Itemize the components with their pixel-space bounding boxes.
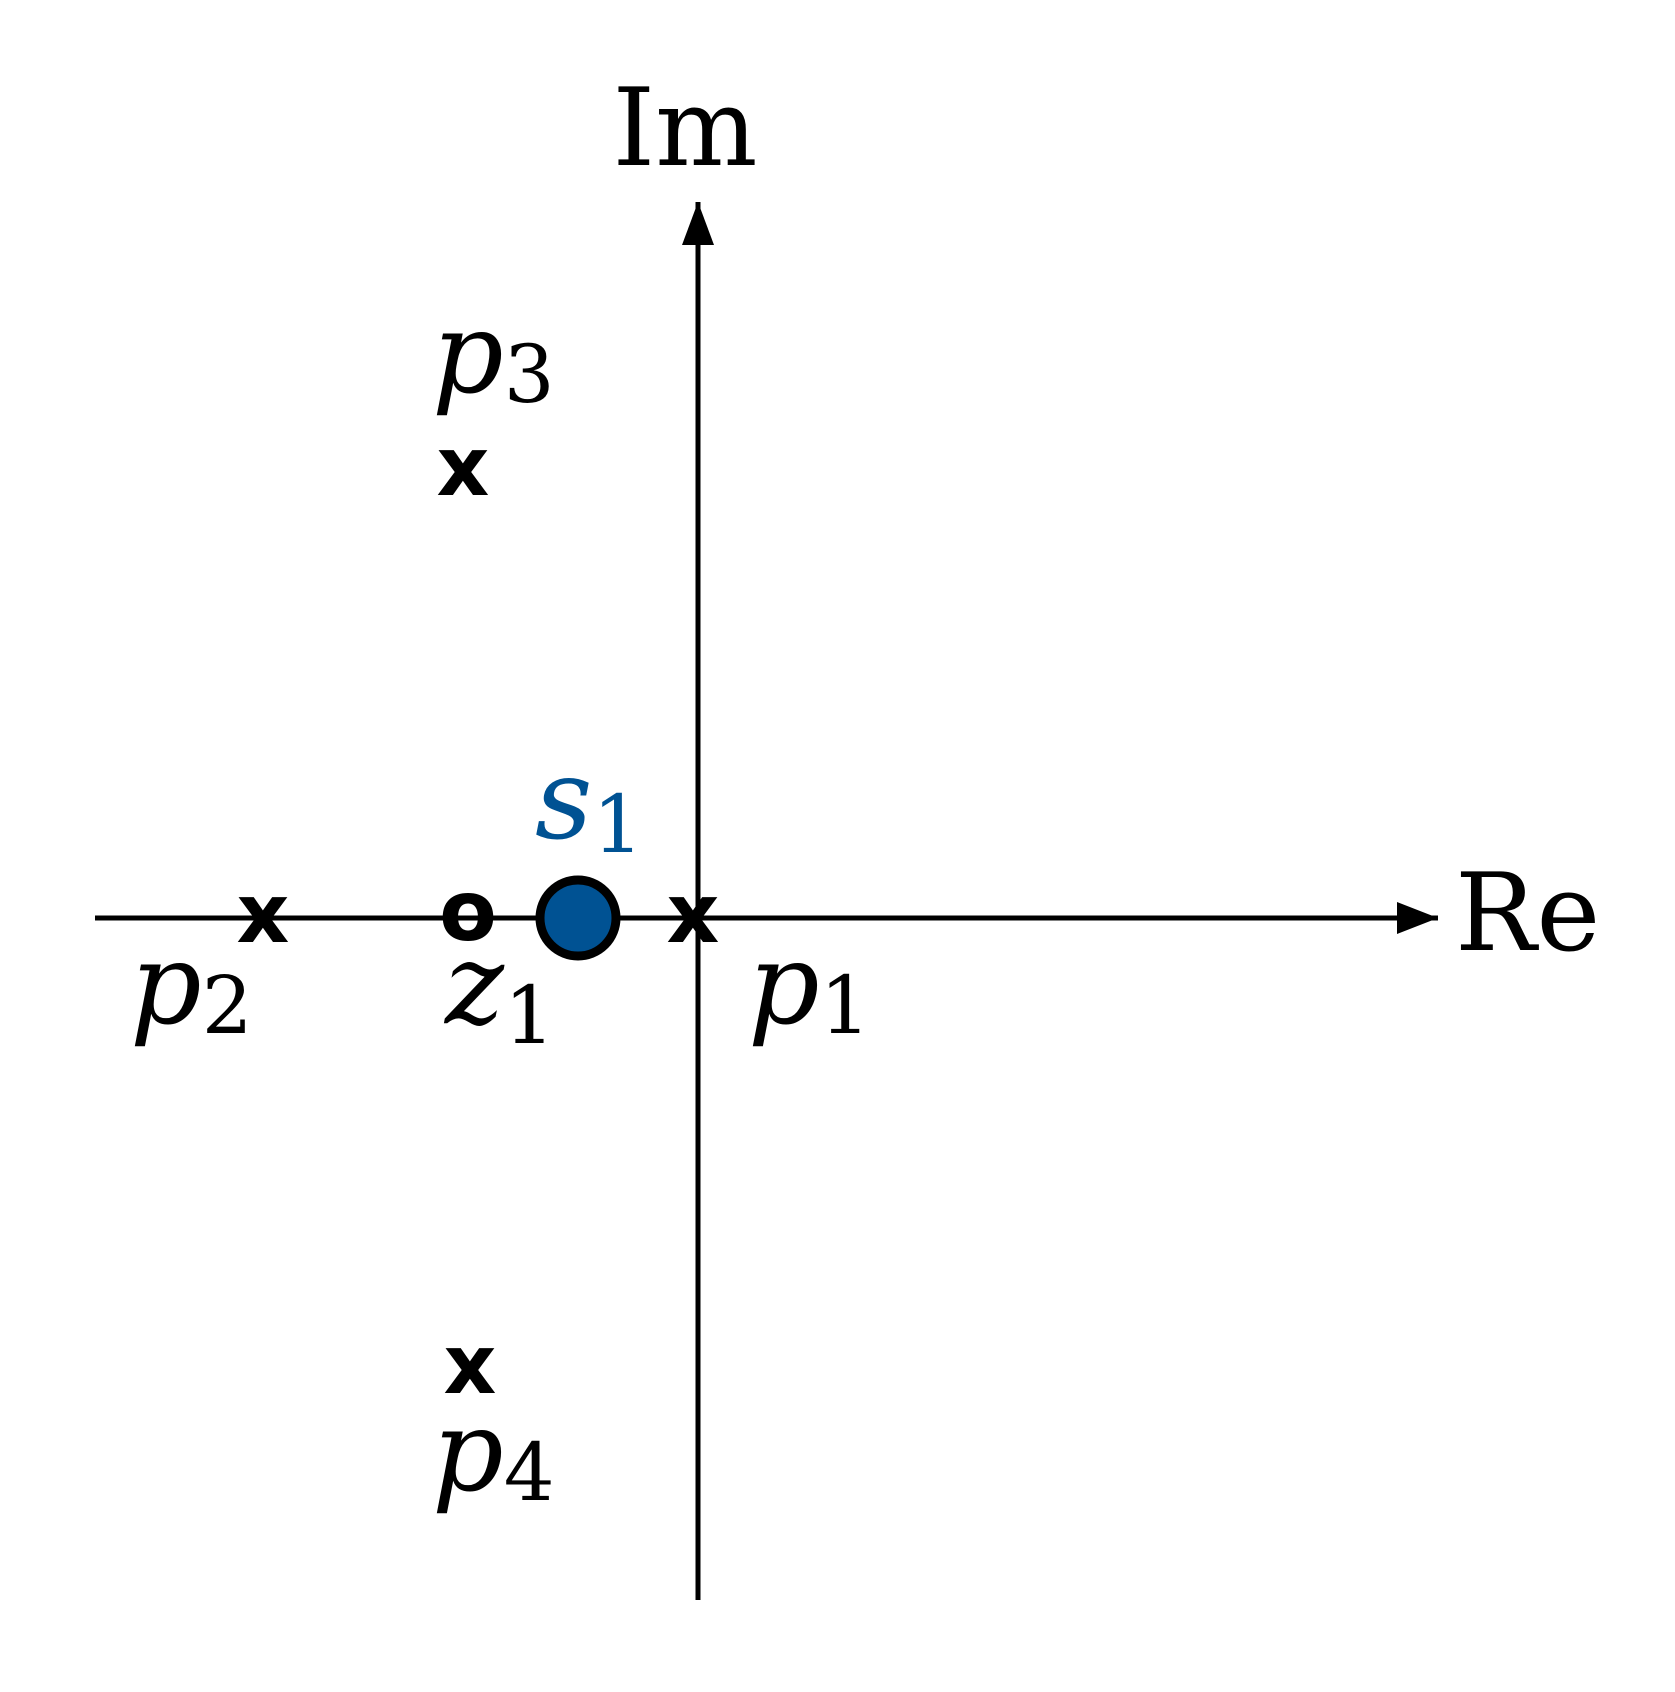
imag-axis-label: Im [612, 66, 757, 191]
imag-axis-arrowhead [682, 202, 714, 245]
label-p1-sub: 1 [820, 959, 871, 1052]
real-axis-label: Re [1455, 851, 1600, 976]
label-p2-sub: 2 [202, 959, 253, 1052]
label-p4-base: p [432, 1387, 504, 1517]
label-p1-base: p [748, 920, 820, 1050]
label-p4-sub: 4 [504, 1426, 555, 1519]
label-p3-sub: 3 [504, 328, 555, 421]
pole-p1-marker: x [667, 867, 720, 962]
pole-p2-marker: x [237, 867, 290, 962]
label-p4: p4 [432, 1387, 555, 1519]
label-p2-base: p [130, 920, 202, 1050]
pole-p3-marker: x [437, 420, 490, 515]
zero-z1-marker: o [439, 862, 497, 960]
label-s1-base: s [535, 735, 592, 865]
label-s1-sub: 1 [592, 778, 643, 871]
label-p3: p3 [432, 289, 555, 421]
label-z1-base: z [443, 920, 505, 1050]
label-z1: z1 [443, 920, 555, 1062]
point-s1 [535, 875, 621, 961]
label-z1-sub: 1 [504, 969, 555, 1062]
pole-p4-marker: x [444, 1318, 497, 1413]
label-p3-base: p [432, 289, 504, 419]
label-p2: p2 [130, 920, 253, 1052]
label-s1: s1 [535, 735, 643, 871]
label-p1: p1 [748, 920, 871, 1052]
real-axis-arrowhead [1397, 902, 1438, 934]
